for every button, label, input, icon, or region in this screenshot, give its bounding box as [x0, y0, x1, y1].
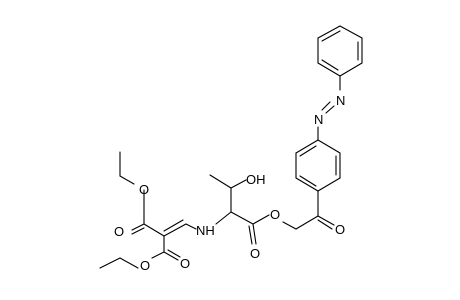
bond [295, 177, 319, 192]
bond [317, 25, 341, 39]
bond [299, 175, 317, 187]
bond [209, 174, 232, 189]
bond [185, 223, 197, 230]
bond [295, 139, 319, 154]
malonate-group: O O O O [99, 151, 197, 273]
bond [119, 257, 139, 269]
bond [317, 219, 333, 230]
bond [252, 223, 257, 245]
phenacyl-ketone: O O [270, 190, 345, 237]
azo-nitrogen-top-label: N [336, 93, 345, 108]
bond [163, 251, 179, 261]
bond [317, 177, 341, 192]
bond [321, 30, 341, 42]
ester-carbonyl-oxygen-label: O [250, 246, 260, 261]
bond [99, 257, 121, 269]
ester-oxygen-ring-side-label: O [270, 207, 280, 222]
bond [282, 221, 297, 230]
threonine-core: O OH NH [196, 172, 270, 261]
bond [252, 214, 270, 225]
bond [230, 211, 254, 225]
bond [295, 215, 319, 230]
azo-linkage: N N [314, 75, 345, 141]
hydroxyl-label: OH [246, 172, 266, 187]
bond [167, 249, 181, 258]
bond [131, 227, 145, 235]
amine-label: NH [196, 223, 215, 238]
bond [317, 62, 341, 77]
bond [321, 101, 331, 111]
upper-malonate-carbonyl-oxygen-label: O [114, 224, 124, 239]
bond [151, 251, 165, 259]
bond [143, 223, 165, 237]
bond [339, 25, 363, 39]
upper-malonate-ether-oxygen-label: O [139, 182, 149, 197]
bond [317, 139, 341, 154]
bond [248, 225, 253, 245]
bond [230, 179, 247, 189]
bond [163, 223, 187, 237]
bond [163, 219, 184, 232]
bond [215, 211, 232, 225]
phenyl-ring [317, 25, 363, 77]
bond [131, 223, 145, 231]
bond [325, 105, 335, 114]
azo-nitrogen-bottom-label: N [314, 112, 323, 127]
bond [299, 145, 317, 157]
bond [119, 175, 135, 185]
lower-malonate-ether-oxygen-label: O [140, 258, 150, 273]
ketone-oxygen-label: O [335, 222, 345, 237]
lower-malonate-carbonyl-oxygen-label: O [180, 256, 190, 271]
benzene-ring [295, 139, 341, 192]
bond [339, 62, 363, 77]
bond [321, 59, 339, 71]
bond [317, 215, 335, 226]
